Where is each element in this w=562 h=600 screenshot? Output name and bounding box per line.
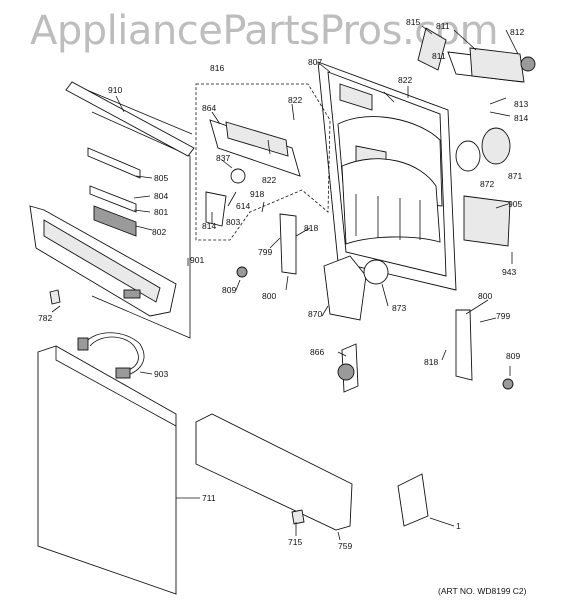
hinge-left-818 [279,213,297,275]
callout-905: 905 [508,199,523,209]
screw-715 [291,509,305,525]
cap-812 [520,56,536,72]
harness-903 [83,332,145,377]
outer-door-711-edge [55,346,177,427]
console-front [43,219,161,303]
callout-803: 803 [226,217,241,227]
dispenser-811 [469,47,525,83]
control-board-cover [225,121,289,157]
console-badge [123,289,141,299]
callout-870: 870 [308,309,323,319]
callout-903: 903 [154,369,169,379]
callout-809-left: 809 [222,285,237,295]
hinge-pin-809-right [502,378,514,390]
ring-873 [363,259,389,285]
callout-799-left: 799 [258,247,273,257]
callout-802: 802 [152,227,167,237]
fan-motor [337,363,355,381]
callout-715: 715 [288,537,303,547]
callout-871: 871 [508,171,523,181]
callout-807: 807 [308,57,323,67]
gear-871 [481,127,511,165]
keypad-802 [93,205,137,237]
selector-918 [230,168,246,184]
callout-800-left: 800 [262,291,277,301]
callout-812: 812 [510,27,525,37]
callout-872: 872 [480,179,495,189]
callout-837: 837 [216,153,231,163]
control-module-outline [195,83,331,241]
callout-811-b: 811 [432,51,446,61]
sheet-1 [397,473,429,527]
part-870 [323,255,367,321]
callout-813: 813 [514,99,529,109]
part-815 [417,27,447,71]
toe-kick-759 [195,413,353,531]
callout-814-top: 814 [514,113,529,123]
bracket-804 [89,185,137,213]
callout-809-right: 809 [506,351,521,361]
clip-782 [49,289,61,305]
outer-door-711 [37,345,177,595]
inner-door-panel [317,61,457,291]
callout-815: 815 [406,17,421,27]
callout-814-mid: 814 [202,221,217,231]
hinge-right-818 [455,309,473,381]
harness-plug-bottom [115,367,131,379]
callout-800-right: 800 [478,291,493,301]
callout-910: 910 [108,85,123,95]
gasket-872 [455,140,481,172]
callout-799-right: 799 [496,311,511,321]
callout-811: 811 [436,21,450,31]
callout-822-low: 822 [262,175,277,185]
callout-805: 805 [154,173,169,183]
callout-943: 943 [502,267,517,277]
callout-614: 614 [236,201,251,211]
callout-873: 873 [392,303,407,313]
callout-801: 801 [154,207,169,217]
control-panel-frame [81,87,193,339]
harness-903-b [89,336,139,373]
callout-818-left: 818 [304,223,319,233]
callout-901: 901 [190,255,205,265]
bracket-805 [87,147,141,179]
callout-918: 918 [250,189,265,199]
hinge-pin-809 [236,266,248,278]
leader-lines [51,25,519,541]
vent-strip [65,81,195,157]
callout-804: 804 [154,191,169,201]
harness-plug-top [77,337,89,351]
callout-711: 711 [202,493,216,503]
callout-866: 866 [310,347,325,357]
watermark: AppliancePartsPros.com [30,8,499,54]
switch-814 [205,191,227,227]
callout-818-right: 818 [424,357,439,367]
callout-822-mid: 822 [288,95,303,105]
callout-864: 864 [202,103,217,113]
art-number: (ART NO. WD8199 C2) [438,586,527,596]
callout-816: 816 [210,63,225,73]
callout-782: 782 [38,313,53,323]
callout-822-top: 822 [398,75,413,85]
callout-759: 759 [338,541,353,551]
dispenser-905 [463,195,511,247]
callout-1: 1 [456,521,461,531]
